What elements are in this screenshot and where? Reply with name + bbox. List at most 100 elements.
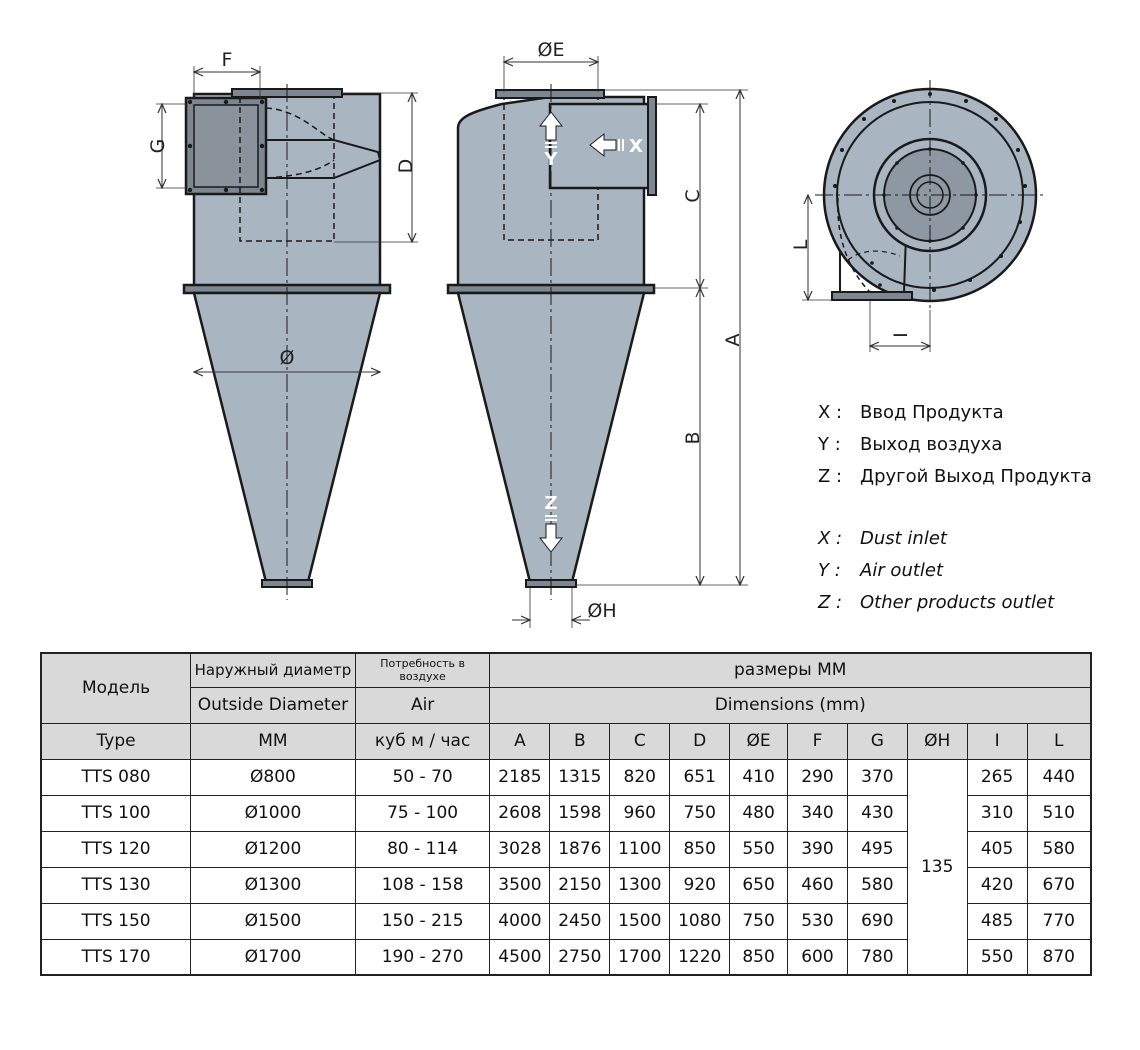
cell-f: 460: [787, 866, 848, 904]
legend-russian: X : Ввод Продукта Y :Выход воздуха Z :Дру…: [818, 397, 1092, 493]
front-view: F G D Ø: [147, 49, 418, 600]
dim-label-i: I: [890, 332, 912, 338]
header-col-b: B: [549, 722, 611, 760]
legend-item: Y :Выход воздуха: [818, 429, 1092, 461]
header-col-g: G: [846, 722, 908, 760]
cell-e: 850: [729, 938, 789, 976]
flow-label-z: Z: [544, 493, 557, 514]
legend-text: Air outlet: [860, 560, 944, 581]
cell-e: 650: [729, 866, 789, 904]
cell-c: 1100: [609, 830, 671, 868]
cell-f: 290: [787, 758, 848, 796]
header-dimensions-ru: размеры MM: [489, 652, 1092, 688]
cell-a: 3500: [489, 866, 551, 904]
cell-b: 2450: [549, 902, 611, 940]
table-row: TTS 080 Ø800 50 - 70 2185 1315 820 651 4…: [40, 758, 1092, 976]
cell-b: 1315: [549, 758, 611, 796]
legend-english: X :Dust inlet Y : Air outlet Z : Other pro…: [818, 523, 1054, 619]
cell-diameter: Ø1500: [190, 902, 356, 940]
cell-a: 4500: [489, 938, 551, 976]
cell-e: 550: [729, 830, 789, 868]
cell-c: 820: [609, 758, 671, 796]
flow-label-x: X: [629, 136, 643, 157]
cell-c: 960: [609, 794, 671, 832]
cell-i: 420: [966, 866, 1028, 904]
table-row: TTS 150 Ø1500 150 - 215 4000 2450 1500 1…: [40, 902, 1092, 940]
cell-model: TTS 120: [40, 830, 192, 868]
legend-key: Y :: [818, 560, 841, 581]
dim-label-g: G: [147, 139, 169, 154]
cell-g: 430: [846, 794, 908, 832]
cell-c: 1300: [609, 866, 671, 904]
legend-item: Z :Другой Выход Продукта: [818, 461, 1092, 493]
cell-a: 3028: [489, 830, 551, 868]
cell-model: TTS 100: [40, 794, 192, 832]
cell-d: 850: [669, 830, 731, 868]
legend-key: X :: [818, 402, 843, 423]
header-dimensions-en: Dimensions (mm): [489, 686, 1092, 724]
cell-b: 1876: [549, 830, 611, 868]
cell-d: 651: [669, 758, 731, 796]
cell-air: 190 - 270: [354, 938, 491, 976]
side-view: Y X Z ØE C B A: [446, 39, 748, 628]
cell-h-merged: 135: [906, 758, 968, 976]
cell-f: 600: [787, 938, 848, 976]
table-row: TTS 170 Ø1700 190 - 270 4500 2750 1700 1…: [40, 938, 1092, 976]
dim-label-a: A: [722, 334, 744, 347]
cell-a: 4000: [489, 902, 551, 940]
specifications-table: Модель Наружный диаметр Потребность в во…: [40, 652, 1092, 976]
dim-label-e: ØE: [538, 39, 565, 61]
cell-f: 530: [787, 902, 848, 940]
cell-i: 485: [966, 902, 1028, 940]
cell-diameter: Ø800: [190, 758, 356, 796]
cell-c: 1500: [609, 902, 671, 940]
legend-item: X :Dust inlet: [818, 523, 1054, 555]
flow-label-y: Y: [543, 149, 558, 170]
legend-text: Ввод Продукта: [860, 402, 1004, 423]
legend-text: Выход воздуха: [860, 434, 1003, 455]
header-col-e: ØE: [729, 722, 789, 760]
header-col-c: C: [609, 722, 671, 760]
cell-air: 75 - 100: [354, 794, 491, 832]
cell-g: 580: [846, 866, 908, 904]
dim-label-c: C: [682, 189, 704, 202]
legend-text: Other products outlet: [860, 592, 1055, 613]
cell-g: 780: [846, 938, 908, 976]
cell-air: 150 - 215: [354, 902, 491, 940]
dim-label-b: B: [682, 431, 704, 444]
cell-f: 390: [787, 830, 848, 868]
cell-g: 690: [846, 902, 908, 940]
dim-label-h: ØH: [587, 600, 616, 622]
cell-diameter: Ø1700: [190, 938, 356, 976]
dust-inlet-arrow-icon: [589, 132, 624, 158]
cell-model: TTS 130: [40, 866, 192, 904]
cell-d: 750: [669, 794, 731, 832]
cell-l: 580: [1026, 830, 1092, 868]
cell-air: 108 - 158: [354, 866, 491, 904]
legend-key: X :: [818, 528, 843, 549]
cell-l: 870: [1026, 938, 1092, 976]
cell-model: TTS 170: [40, 938, 192, 976]
cell-d: 1220: [669, 938, 731, 976]
cell-d: 1080: [669, 902, 731, 940]
header-col-d: D: [669, 722, 731, 760]
cyclone-drawings: F G D Ø: [147, 39, 1045, 628]
cell-air: 50 - 70: [354, 758, 491, 796]
cell-i: 310: [966, 794, 1028, 832]
cell-f: 340: [787, 794, 848, 832]
dim-label-d: D: [395, 159, 417, 174]
products-outlet-arrow-icon: [538, 515, 564, 553]
header-air-ru: Потребность в воздухе: [354, 652, 491, 688]
cell-diameter: Ø1200: [190, 830, 356, 868]
header-air-unit: куб м / час: [354, 722, 491, 760]
legend-key: Z :: [818, 592, 843, 613]
legend-item: Y : Air outlet: [818, 555, 1054, 587]
header-diameter-ru: Наружный диаметр: [190, 652, 356, 688]
cell-model: TTS 080: [40, 758, 192, 796]
header-diameter-unit: MM: [190, 722, 356, 760]
header-model-ru: Модель: [81, 678, 151, 699]
cell-b: 1598: [549, 794, 611, 832]
cell-g: 370: [846, 758, 908, 796]
cell-a: 2185: [489, 758, 551, 796]
dim-label-f: F: [222, 49, 233, 71]
